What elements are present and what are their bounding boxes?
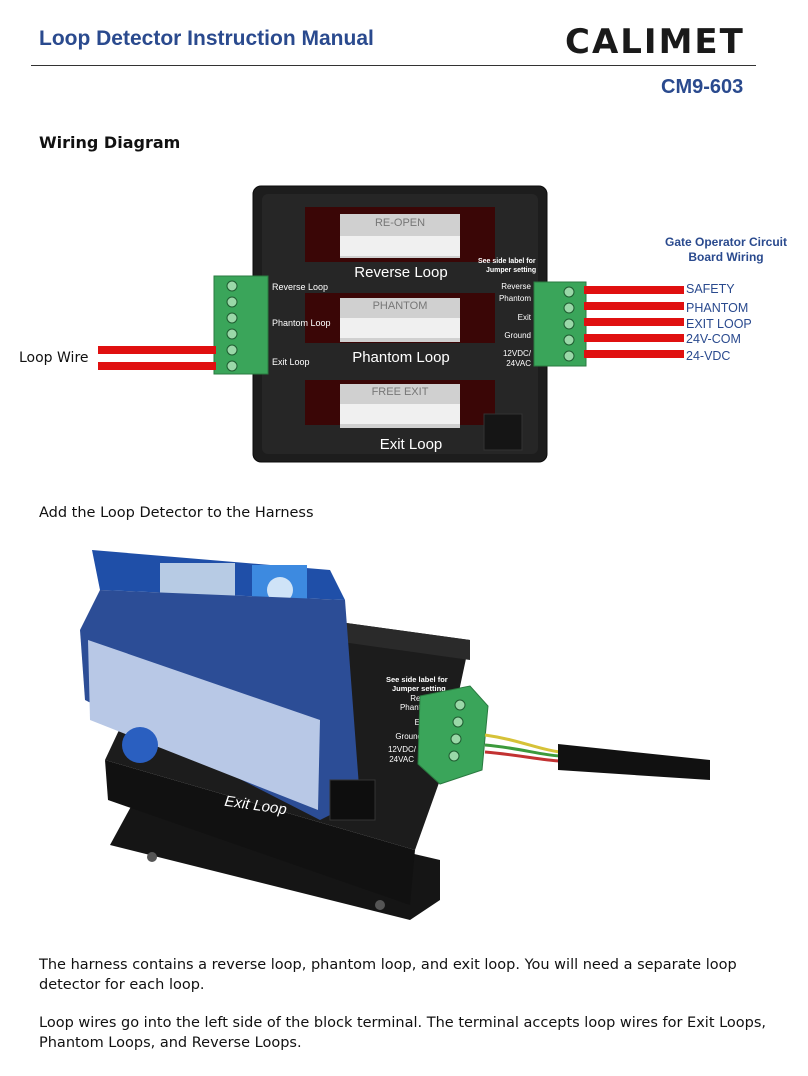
- gate-operator-heading-1: Gate Operator Circuit: [665, 235, 787, 249]
- model-number: CM9-603: [661, 76, 744, 98]
- right-label-ground: Ground: [504, 331, 531, 340]
- body-paragraph-1: The harness contains a reverse loop, pha…: [39, 955, 737, 995]
- right-label-power-1: 12VDC/: [503, 349, 532, 358]
- slot-label-exit: Exit Loop: [380, 436, 443, 453]
- slot-tag-phantom: PHANTOM: [373, 300, 428, 312]
- right-terminal-block: See side label for Jumper setting Revers…: [478, 258, 587, 368]
- left-label-phantom: Phantom Loop: [272, 318, 331, 328]
- right-label-power-2: 24VAC: [506, 359, 531, 368]
- left-label-exit: Exit Loop: [272, 357, 310, 367]
- photo-label-power-1: 12VDC/: [388, 745, 417, 754]
- header-divider: [31, 65, 756, 66]
- slot-reverse: RE-OPEN Reverse Loop: [305, 207, 495, 281]
- output-wire-safety: [584, 286, 684, 294]
- output-label-phantom: PHANTOM: [686, 301, 748, 315]
- output-label-com: 24V-COM: [686, 332, 741, 346]
- output-wire-vdc: [584, 350, 684, 358]
- loop-wire-1: [98, 346, 216, 354]
- right-label-exit: Exit: [518, 313, 532, 322]
- gate-operator-heading-2: Board Wiring: [688, 250, 763, 264]
- svg-text:Jumper setting: Jumper setting: [486, 267, 536, 274]
- body-paragraph-2-line-2: Phantom Loops, and Reverse Loops.: [39, 1035, 302, 1051]
- output-label-vdc: 24-VDC: [686, 349, 730, 363]
- photo-label-power-2: 24VAC: [389, 755, 414, 764]
- manual-title: Loop Detector Instruction Manual: [39, 27, 374, 50]
- jumper-note: See side label for: [478, 258, 536, 265]
- body-paragraph-2: Loop wires go into the left side of the …: [39, 1013, 766, 1053]
- slot-tag-exit: FREE EXIT: [372, 386, 429, 398]
- body-paragraph-1-line-2: detector for each loop.: [39, 977, 205, 993]
- slot-label-phantom: Phantom Loop: [352, 349, 450, 366]
- body-paragraph-1-line-1: The harness contains a reverse loop, pha…: [39, 957, 737, 973]
- output-label-safety: SAFETY: [686, 282, 735, 296]
- section-title: Wiring Diagram: [39, 133, 181, 152]
- loop-wire-label: Loop Wire: [19, 350, 89, 366]
- right-label-phantom: Phantom: [499, 294, 531, 303]
- photo-label-ground: Ground: [395, 732, 422, 741]
- slot-phantom: PHANTOM Phantom Loop: [305, 293, 495, 366]
- output-label-exit: EXIT LOOP: [686, 317, 752, 331]
- slot-exit: FREE EXIT Exit Loop: [305, 380, 495, 453]
- left-label-reverse: Reverse Loop: [272, 282, 328, 292]
- left-terminal-block: Reverse Loop Phantom Loop Exit Loop: [213, 275, 331, 375]
- loop-wire-2: [98, 362, 216, 370]
- slot-tag-reverse: RE-OPEN: [375, 217, 425, 229]
- right-label-reverse: Reverse: [501, 282, 531, 291]
- svg-text:Jumper setting: Jumper setting: [392, 684, 446, 693]
- wiring-diagram: RE-OPEN Reverse Loop PHANTOM Phantom Loo…: [19, 185, 787, 463]
- output-wire-com: [584, 334, 684, 342]
- output-wire-phantom: [584, 302, 684, 310]
- photo-jumper-note: See side label for: [386, 675, 448, 684]
- brand-logo: CALIMET: [565, 22, 745, 62]
- photo-label-phantom: Phantom: [400, 703, 432, 712]
- output-wire-exit: [584, 318, 684, 326]
- harness-photo: Exit Loop See side label for Jumper sett…: [80, 550, 710, 920]
- slot-label-reverse: Reverse Loop: [354, 264, 447, 281]
- body-paragraph-2-line-1: Loop wires go into the left side of the …: [39, 1015, 767, 1031]
- photo-caption: Add the Loop Detector to the Harness: [39, 505, 314, 521]
